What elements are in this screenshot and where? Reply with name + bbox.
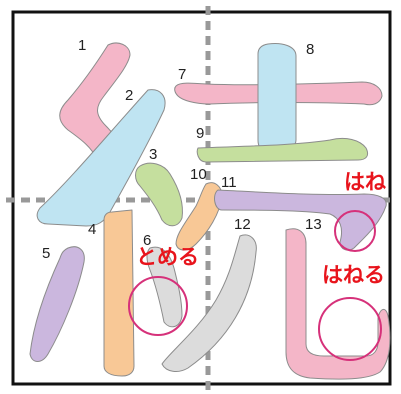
hane-label: はね bbox=[344, 170, 386, 194]
stroke-number-5: 5 bbox=[42, 245, 50, 262]
stroke-number-13: 13 bbox=[305, 216, 322, 233]
stroke-number-7: 7 bbox=[178, 66, 186, 83]
stroke-number-4: 4 bbox=[88, 221, 96, 238]
haneru-label: はねる bbox=[322, 263, 385, 287]
stroke-number-8: 8 bbox=[306, 41, 314, 58]
stroke-number-2: 2 bbox=[125, 87, 133, 104]
stroke-8 bbox=[258, 44, 296, 151]
stroke-number-11: 11 bbox=[221, 174, 237, 191]
tomeru-label: とめる bbox=[136, 245, 199, 269]
stroke-number-3: 3 bbox=[149, 146, 157, 163]
stroke-number-9: 9 bbox=[196, 125, 204, 142]
stroke-number-10: 10 bbox=[190, 166, 207, 183]
stroke-number-1: 1 bbox=[78, 37, 86, 54]
stroke-number-12: 12 bbox=[234, 216, 251, 233]
stroke-4 bbox=[104, 210, 134, 376]
